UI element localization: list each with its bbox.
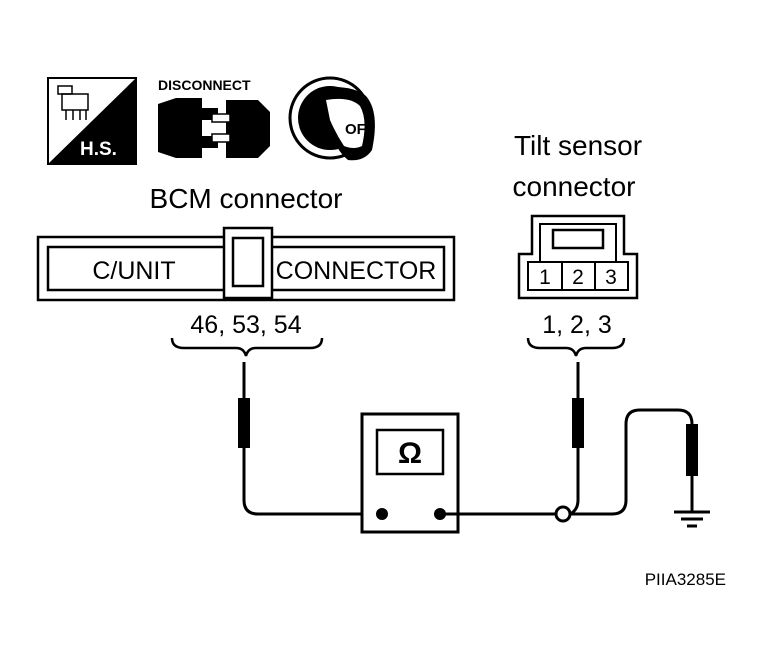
bcm-connector: C/UNIT CONNECTOR [36,226,456,302]
ignition-off-icon: OFF [288,76,375,161]
harness-icon-label: H.S. [80,139,117,160]
ohm-symbol: Ω [398,437,422,470]
bcm-harness-side-label: CONNECTOR [276,257,437,285]
bcm-terminal-numbers: 46, 53, 54 [190,311,301,339]
bcm-unit-side-label: C/UNIT [92,257,175,285]
disconnect-icon: DISCONNECT [158,77,270,158]
ignition-icon-label: OFF [345,121,375,138]
tilt-terminal-bracket [526,337,626,357]
ohmmeter: Ω [360,412,460,534]
tilt-pin-1: 1 [539,266,551,289]
figure-code: PIIA3285E [645,570,726,589]
tilt-pin-2: 2 [572,266,584,289]
tilt-sensor-connector: 1 2 3 [517,214,639,300]
tilt-sensor-title-line1: Tilt sensor [514,130,642,161]
disconnect-icon-label: DISCONNECT [158,77,251,93]
tilt-pin-3: 3 [605,266,617,289]
tilt-terminal-numbers: 1, 2, 3 [542,311,612,339]
ground-icon [674,510,710,528]
bcm-terminal-bracket [170,337,324,357]
ground-lead [570,408,698,516]
harness-connector-icon: H.S. [47,77,137,165]
ohmmeter-terminal-left [376,508,388,520]
tilt-sensor-title-line2: connector [513,171,636,202]
bcm-probe-lead [238,362,382,516]
bcm-connector-title: BCM connector [150,183,343,214]
tilt-probe-lead [440,362,584,523]
